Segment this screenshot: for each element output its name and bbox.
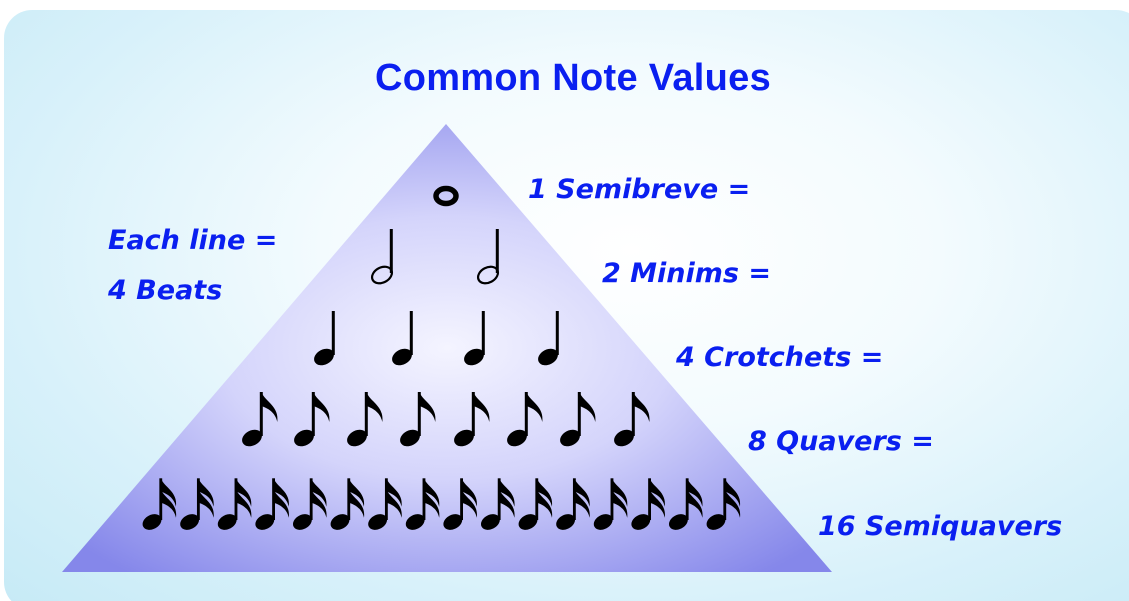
crotchet-icon — [314, 311, 335, 366]
semiquaver-icon — [593, 478, 628, 530]
quaver-icon — [294, 392, 330, 447]
beats-note-line1: Each line = — [108, 225, 278, 256]
semiquaver-icon — [217, 478, 252, 530]
quaver-icon — [560, 392, 596, 447]
semiquaver-icon — [443, 478, 477, 530]
semiquaver-icon — [255, 478, 289, 530]
row-label-crotchets: 4 Crotchets = — [676, 342, 884, 373]
semiquaver-icon — [518, 478, 553, 530]
row-label-semiquavers: 16 Semiquavers — [818, 511, 1063, 542]
semiquaver-icon — [405, 478, 440, 530]
crotchet-icon — [392, 311, 413, 366]
semiquaver-icon — [631, 478, 665, 530]
page-title: Common Note Values — [374, 57, 772, 99]
quaver-icon — [400, 392, 436, 447]
row-label-minims: 2 Minims = — [602, 258, 772, 289]
semiquaver-icon — [668, 478, 703, 530]
quaver-icon — [347, 392, 383, 447]
beats-note-line2: 4 Beats — [108, 275, 223, 306]
crotchet-icon — [464, 311, 485, 366]
semiquaver-icon — [706, 478, 741, 530]
notes-group — [142, 185, 741, 530]
quaver-icon — [242, 392, 278, 447]
semiquaver-icon — [480, 478, 515, 530]
quaver-icon — [507, 392, 543, 447]
semiquaver-icon — [142, 478, 177, 530]
minim-icon — [370, 229, 394, 285]
semiquaver-icon — [556, 478, 590, 530]
row-label-quavers: 8 Quavers = — [748, 426, 934, 457]
semiquaver-icon — [292, 478, 327, 530]
quaver-icon — [614, 392, 650, 447]
semiquaver-icon — [180, 478, 214, 530]
semibreve-icon — [433, 185, 459, 207]
semiquaver-icon — [330, 478, 365, 530]
quaver-icon — [454, 392, 490, 447]
semiquaver-icon — [368, 478, 402, 530]
minim-icon — [476, 229, 500, 285]
crotchet-icon — [538, 311, 559, 366]
row-label-semibreve: 1 Semibreve = — [528, 174, 751, 205]
pyramid-triangle — [62, 124, 832, 572]
